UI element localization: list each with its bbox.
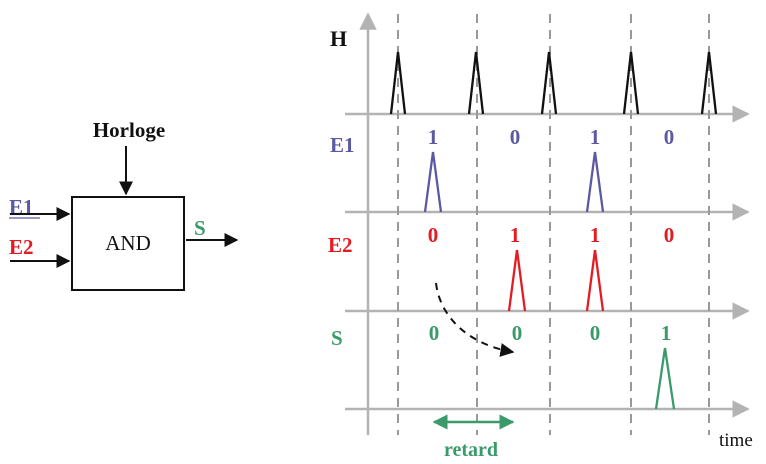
clock-pulse-2	[467, 51, 485, 115]
and-gate-diagram: AND Horloge E1 E2 S	[9, 118, 239, 291]
s-value-2: 0	[512, 321, 523, 345]
output-s-label: S	[194, 216, 206, 240]
delay-label: retard	[444, 439, 498, 461]
input-e1-label: E1	[9, 195, 34, 219]
clock-pulse-4	[622, 51, 640, 115]
time-axis-label: time	[719, 430, 753, 451]
e1-pulse-1	[423, 151, 443, 213]
e2-pulse-1	[507, 249, 527, 312]
delay-curve-arrow	[435, 282, 515, 357]
e1-value-1: 1	[428, 125, 439, 149]
input-e2-label: E2	[9, 235, 34, 259]
row-label-s: S	[331, 326, 343, 350]
e2-value-2: 1	[510, 223, 521, 247]
e2-value-1: 0	[428, 223, 439, 247]
s-value-4: 1	[661, 321, 672, 345]
e1-value-4: 0	[664, 125, 675, 149]
clock-pulse-3	[540, 51, 558, 115]
clock-pulse-1	[389, 51, 407, 115]
e1-value-3: 1	[590, 125, 601, 149]
e1-value-2: 0	[510, 125, 521, 149]
s-value-3: 0	[590, 321, 601, 345]
row-label-h: H	[330, 26, 347, 51]
e2-pulse-2	[585, 249, 605, 312]
e2-value-3: 1	[590, 223, 601, 247]
e2-value-4: 0	[664, 223, 675, 247]
e1-pulse-2	[585, 151, 605, 213]
clock-label: Horloge	[93, 118, 165, 142]
and-gate-label: AND	[105, 231, 151, 255]
and-gate-box	[71, 196, 185, 291]
s-pulse-1	[654, 347, 676, 410]
row-label-e1: E1	[330, 133, 355, 157]
clock-pulse-5	[700, 51, 718, 115]
row-label-e2: E2	[328, 233, 353, 257]
timing-diagram: H E1 E2 S 1 0 1 0 0 1 1 0 0 0 0 1 retard	[328, 12, 753, 461]
s-value-1: 0	[429, 321, 440, 345]
